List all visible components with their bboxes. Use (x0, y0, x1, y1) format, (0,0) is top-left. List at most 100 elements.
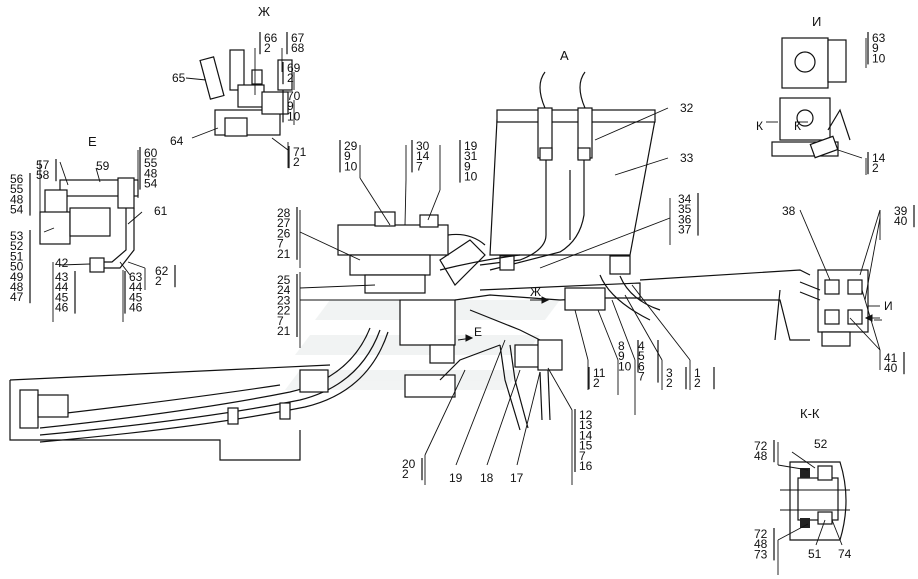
callout-number: 1 (694, 366, 701, 380)
callout-number: 21 (277, 247, 291, 261)
callout-number: 45 (129, 290, 143, 304)
view-e-detail (39, 177, 143, 273)
callout-number: 41 (884, 351, 898, 365)
view-title-i: И (812, 14, 821, 29)
view-title-a: А (560, 48, 569, 63)
callout-c66: 662 (259, 31, 278, 55)
callout-number: 15 (579, 439, 593, 453)
marker-k-left: К (756, 119, 763, 133)
left-connector (37, 394, 69, 418)
callout-number: 48 (754, 449, 768, 463)
pump-housing (399, 299, 456, 346)
callout-number: 9 (618, 349, 625, 363)
callout-number: 60 (144, 146, 158, 160)
callout-c33: 33 (680, 151, 694, 165)
callout-c38: 38 (782, 204, 796, 218)
callout-number: 14 (579, 428, 593, 442)
view-title-kk: К-К (800, 406, 820, 421)
callout-number: 29 (344, 139, 358, 153)
callout-number: 7 (277, 237, 284, 251)
callout-number: 10 (344, 159, 358, 173)
right-cylinder (799, 269, 882, 347)
callout-number: 14 (872, 151, 886, 165)
callout-number: 55 (10, 182, 24, 196)
callout-number: 10 (464, 170, 478, 184)
callout-number: 53 (10, 229, 24, 243)
callout-number: 50 (10, 260, 24, 274)
callout-number: 54 (10, 203, 24, 217)
view-title-e: Е (88, 134, 97, 149)
callout-number: 59 (96, 159, 110, 173)
callout-number: 73 (754, 547, 768, 561)
callout-number: 38 (782, 204, 796, 218)
callout-number: 2 (287, 71, 294, 85)
callout-number: 9 (464, 159, 471, 173)
callout-number: 44 (55, 280, 69, 294)
marker-e: Е (474, 325, 482, 339)
callout-number: 10 (872, 51, 886, 65)
callout-number: 30 (416, 139, 430, 153)
callout-number: 2 (872, 161, 879, 175)
motor-unit (404, 374, 456, 398)
callout-number: 65 (172, 71, 186, 85)
chassis-frame (9, 269, 811, 461)
callout-number: 23 (277, 293, 291, 307)
callout-number: 20 (402, 457, 416, 471)
callout-number: 48 (10, 280, 24, 294)
callout-number: 63 (129, 270, 143, 284)
distributor-valve (564, 274, 661, 321)
callout-number: 32 (680, 101, 694, 115)
callout-number: 64 (170, 134, 184, 148)
callout-number: 2 (293, 155, 300, 169)
callout-number: 2 (264, 41, 271, 55)
callout-number: 9 (872, 41, 879, 55)
callout-number: 55 (144, 156, 158, 170)
callout-c64: 64 (170, 134, 184, 148)
callout-number: 72 (754, 527, 768, 541)
marker-zh: Ж (530, 285, 541, 299)
callout-number: 2 (666, 376, 673, 390)
callout-c74: 74 (838, 547, 852, 561)
callout-c59: 59 (96, 159, 110, 173)
callout-number: 8 (618, 339, 625, 353)
callout-number: 9 (344, 149, 351, 163)
callout-number: 46 (129, 301, 143, 315)
callout-number: 71 (293, 145, 307, 159)
callout-number: 51 (808, 547, 822, 561)
callout-c11: 112 (588, 366, 606, 390)
callout-number: 14 (416, 149, 430, 163)
callout-number: 17 (510, 471, 524, 485)
callout-number: 12 (579, 408, 593, 422)
callout-number: 46 (55, 301, 69, 315)
callout-c1: 12 (694, 366, 715, 390)
callout-number: 62 (155, 264, 169, 278)
view-title-zh: Ж (258, 4, 270, 19)
callout-number: 68 (291, 41, 305, 55)
callout-number: 6 (638, 359, 645, 373)
leader-lines (39, 38, 881, 575)
callout-number: 58 (36, 168, 50, 182)
callout-c62: 622 (155, 264, 176, 288)
callout-number: 35 (678, 202, 692, 216)
callout-c3: 32 (666, 366, 687, 390)
callout-c14: 142 (867, 151, 886, 175)
callout-c42: 42 (55, 256, 69, 270)
callout-number: 66 (264, 31, 278, 45)
marker-i: И (884, 299, 893, 313)
callout-number: 5 (638, 349, 645, 363)
callout-number: 19 (464, 139, 478, 153)
view-arrows (457, 296, 880, 342)
callout-number: 49 (10, 270, 24, 284)
callout-number: 19 (449, 471, 463, 485)
callout-number: 44 (129, 280, 143, 294)
